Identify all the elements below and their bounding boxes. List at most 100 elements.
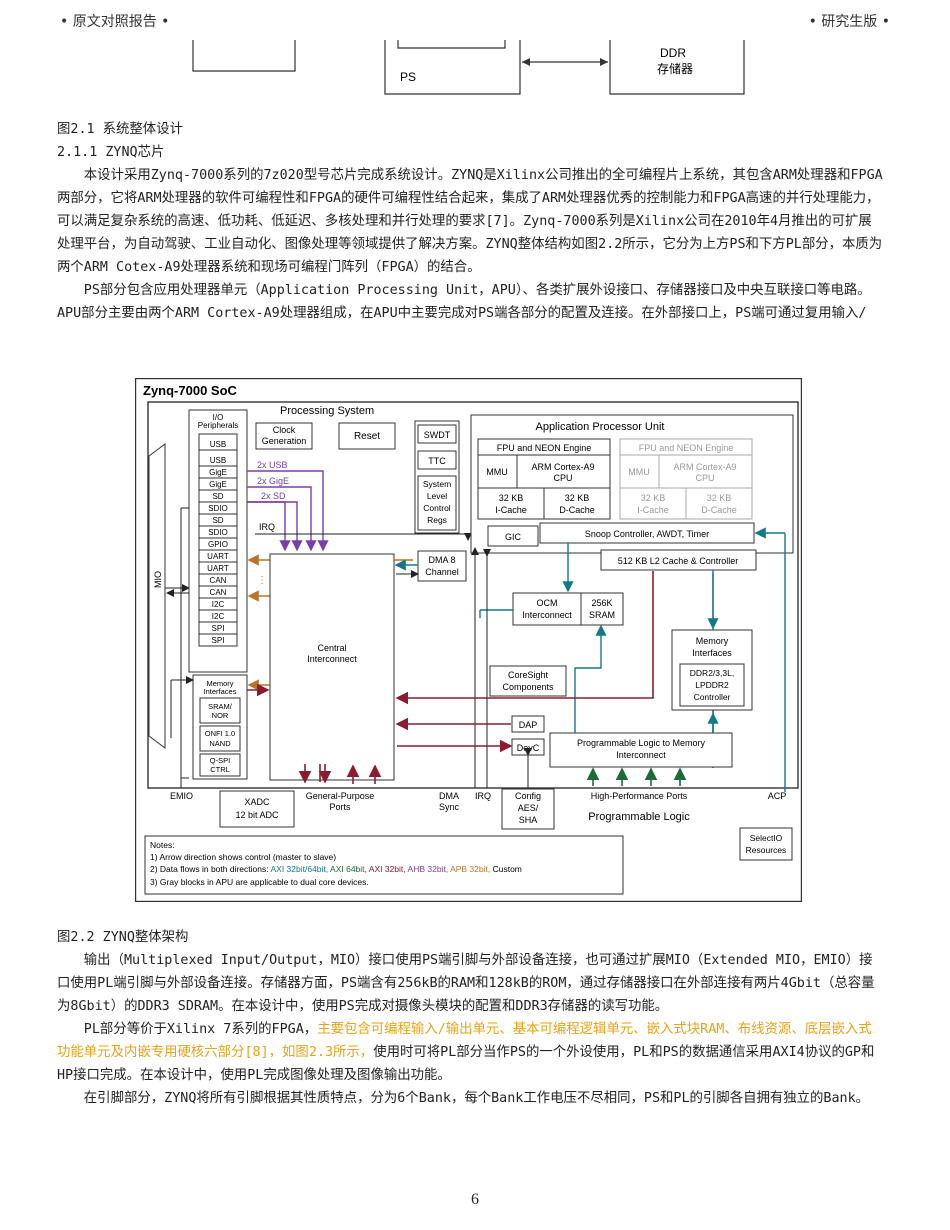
- swdt-label: SWDT: [424, 430, 451, 440]
- note2-custom: Custom: [493, 864, 522, 874]
- selectio-1: SelectIO: [750, 833, 783, 843]
- config-2: AES/: [518, 803, 539, 813]
- paragraph-4-a: PL部分等价于Xilinx 7系列的FPGA，: [83, 1022, 318, 1037]
- io-item-label: SD: [212, 492, 223, 501]
- fig1-caption: 图2.1 系统整体设计: [57, 122, 183, 137]
- io-item-box: [198, 633, 238, 647]
- sram-1: 256K: [591, 598, 612, 608]
- slcr-4: Regs: [427, 515, 447, 525]
- paragraph-2: PS部分包含应用处理器单元（Application Processing Uni…: [57, 283, 871, 321]
- sram-2: SRAM: [589, 610, 615, 620]
- io-item-label: SPI: [212, 624, 225, 633]
- mem-if-right-2: Interfaces: [692, 648, 732, 658]
- paragraph-4-highlight: 主要包含可编程输入/输出单元、基本可编程逻辑单元、嵌入式块RAM、布线资源、底层…: [57, 1022, 872, 1060]
- emio-label: EMIO: [170, 791, 193, 801]
- mem-nand-2: NAND: [209, 739, 231, 748]
- notes-title: Notes:: [150, 840, 175, 850]
- gp-ports-2: Ports: [329, 802, 351, 812]
- apu-title: Application Processor Unit: [535, 421, 664, 433]
- cpu-label-2a: ARM Cortex-A9: [673, 462, 736, 472]
- dma-2: Channel: [425, 567, 459, 577]
- icache-2a: 32 KB: [641, 493, 666, 503]
- ocm-1: OCM: [537, 598, 558, 608]
- paragraph-4: PL部分等价于Xilinx 7系列的FPGA，主要包含可编程输入/输出单元、基本…: [57, 1018, 883, 1087]
- sd-flow-label: 2x SD: [261, 491, 286, 501]
- cpu-label-1a: ARM Cortex-A9: [531, 462, 594, 472]
- l2-label: 512 KB L2 Cache & Controller: [618, 556, 739, 566]
- io-label-2: Peripherals: [198, 421, 238, 430]
- section-heading: 2.1.1 ZYNQ芯片: [57, 145, 165, 160]
- io-item-label: I2C: [212, 600, 225, 609]
- mem-sram-1: SRAM/: [208, 702, 233, 711]
- gic-label: GIC: [505, 532, 522, 542]
- config-3: SHA: [519, 815, 538, 825]
- icache-1b: I-Cache: [495, 505, 527, 515]
- fpu-label-1: FPU and NEON Engine: [497, 443, 592, 453]
- cpu-label-2b: CPU: [695, 473, 714, 483]
- ttc-label: TTC: [428, 456, 446, 466]
- note2-ahb: AHB 32bit,: [408, 864, 451, 874]
- irq-label-top: IRQ: [259, 522, 275, 532]
- header-left: • 原文对照报告 •: [60, 14, 170, 30]
- processing-system-label: Processing System: [280, 405, 374, 417]
- zynq-architecture-figure: Zynq-7000 SoC Processing System MIO I/O …: [135, 378, 802, 902]
- usb-flow-label: 2x USB: [257, 460, 288, 470]
- ddr-ctrl-2: LPDDR2: [695, 680, 729, 690]
- top-ps-label: PS: [400, 70, 416, 84]
- mmu-label-1: MMU: [486, 467, 508, 477]
- coresight-2: Components: [502, 682, 554, 692]
- coresight-1: CoreSight: [508, 670, 549, 680]
- note2-axi64: AXI 32bit/64bit,: [270, 864, 330, 874]
- body-text-top: 本设计采用Zynq-7000系列的7z020型号芯片完成系统设计。ZYNQ是Xi…: [57, 164, 883, 325]
- devc-label: DevC: [517, 743, 540, 753]
- icache-2b: I-Cache: [637, 505, 669, 515]
- note-3: 3) Gray blocks in APU are applicable to …: [150, 877, 369, 887]
- note2-apb: APB 32bit,: [450, 864, 493, 874]
- dcache-2a: 32 KB: [707, 493, 732, 503]
- slcr-2: Level: [427, 491, 447, 501]
- gige-flow-label: 2x GigE: [257, 476, 289, 486]
- reset-label: Reset: [354, 431, 380, 442]
- mem-sram-2: NOR: [212, 711, 229, 720]
- icache-1a: 32 KB: [499, 493, 524, 503]
- mem-if-left-2: Interfaces: [204, 687, 237, 696]
- io-item-label: CAN: [210, 576, 227, 585]
- page-number: 6: [471, 1191, 479, 1208]
- prog-logic-label: Programmable Logic: [588, 811, 690, 823]
- clock-gen-2: Generation: [262, 436, 307, 446]
- dcache-1a: 32 KB: [565, 493, 590, 503]
- paragraph-4-b: 使用时可将PL部分当作PS的一个外设使用，PL和PS的数据通信采用AXI4协议的…: [57, 1045, 875, 1083]
- io-item-label: SD: [212, 516, 223, 525]
- io-item-label: GigE: [209, 468, 227, 477]
- dcache-2b: D-Cache: [701, 505, 737, 515]
- io-item-label: USB: [210, 440, 226, 449]
- dma-sync-2: Sync: [439, 802, 460, 812]
- mio-label: MIO: [153, 571, 163, 588]
- io-item-label: I2C: [212, 612, 225, 621]
- fpu-label-2: FPU and NEON Engine: [639, 443, 734, 453]
- mem-qspi-1: Q-SPI: [210, 756, 230, 765]
- io-item-label: SPI: [212, 636, 225, 645]
- io-item-label: SDIO: [208, 528, 228, 537]
- irq-label-bottom: IRQ: [475, 791, 491, 801]
- top-figure-fragment: PS DDR 存储器: [192, 40, 745, 95]
- io-item-label: UART: [207, 564, 229, 573]
- selectio-2: Resources: [746, 845, 787, 855]
- dma-1: DMA 8: [428, 555, 455, 565]
- top-ddr-label: DDR: [660, 46, 686, 60]
- header-right: • 研究生版 •: [808, 14, 890, 30]
- io-item-label: USB: [210, 456, 226, 465]
- cpu-label-1b: CPU: [553, 473, 572, 483]
- paragraph-5: 在引脚部分，ZYNQ将所有引脚根据其性质特点，分为6个Bank，每个Bank工作…: [83, 1091, 870, 1106]
- snoop-label: Snoop Controller, AWDT, Timer: [585, 529, 709, 539]
- note2-prefix: 2) Data flows in both directions:: [150, 864, 270, 874]
- central-1: Central: [317, 643, 346, 653]
- body-text-bottom: 输出（Multiplexed Input/Output，MIO）接口使用PS端引…: [57, 949, 883, 1110]
- xadc-1: XADC: [244, 797, 270, 807]
- ddr-ctrl-1: DDR2/3,3L,: [690, 668, 734, 678]
- paragraph-3: 输出（Multiplexed Input/Output，MIO）接口使用PS端引…: [57, 953, 875, 1014]
- io-item-label: GPIO: [208, 540, 228, 549]
- fig2-caption: 图2.2 ZYNQ整体架构: [57, 930, 189, 945]
- mem-if-right-1: Memory: [696, 636, 729, 646]
- dcache-1b: D-Cache: [559, 505, 595, 515]
